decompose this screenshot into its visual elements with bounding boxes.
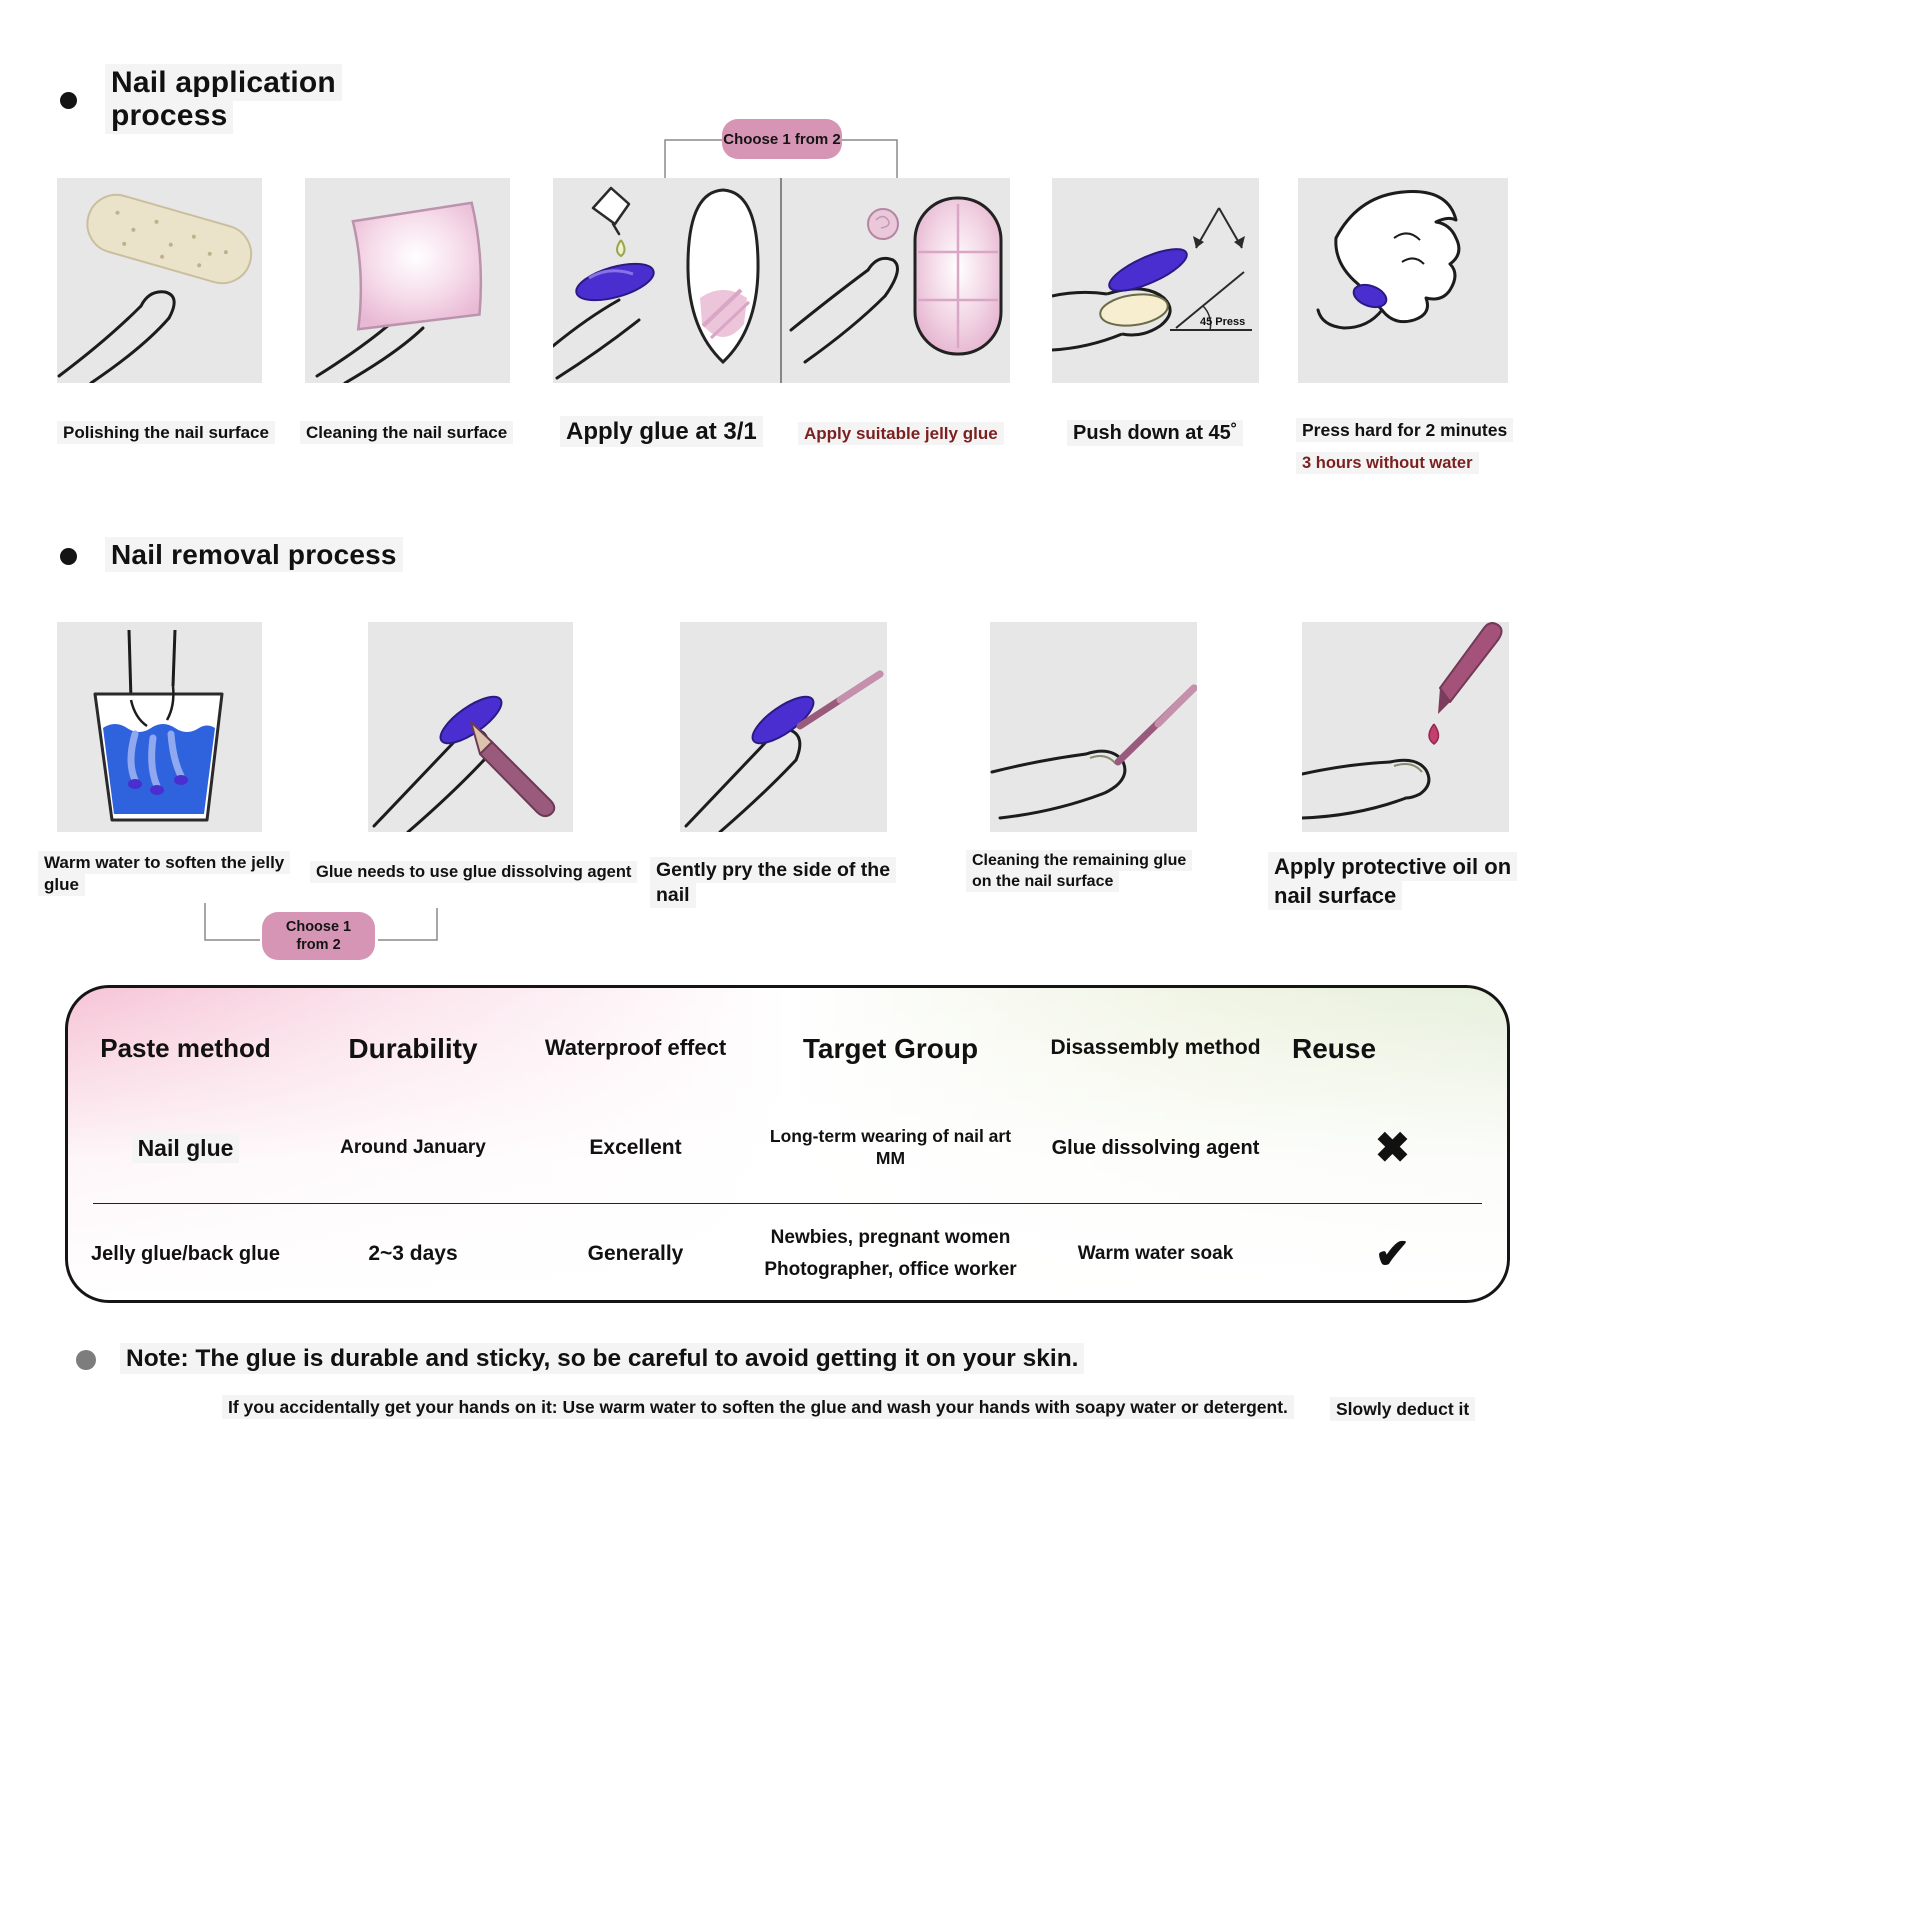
section-bullet-icon-2 (60, 548, 77, 565)
clean-residue-illustration (990, 684, 1197, 820)
cell-durability-1: Around January (340, 1137, 486, 1159)
caption-pry-text: Gently pry the side of the nail (650, 857, 897, 909)
header-waterproof: Waterproof effect (544, 1035, 727, 1061)
note-sub-text: If you accidentally get your hands on it… (222, 1395, 1294, 1419)
cell-disassembly-2: Warm water soak (1077, 1243, 1234, 1265)
caption-press-sub-text: 3 hours without water (1296, 452, 1479, 474)
step-box-press (1298, 178, 1508, 383)
step-box-clean (305, 178, 510, 383)
caption-protective-oil-text: Apply protective oil on nail surface (1268, 852, 1518, 910)
choose-badge-top-label: Choose 1 from 2 (723, 130, 841, 148)
reuse-yes-icon: ✔ (1374, 1229, 1411, 1277)
note-sub: If you accidentally get your hands on it… (222, 1395, 1294, 1419)
caption-dissolving-agent: Glue needs to use glue dissolving agent (310, 861, 645, 883)
caption-press-sub: 3 hours without water (1296, 452, 1526, 474)
table-divider (93, 1203, 1482, 1204)
caption-polish-text: Polishing the nail surface (57, 421, 275, 444)
cell-method-1: Nail glue (68, 1132, 303, 1163)
application-title: Nail application process (105, 64, 355, 134)
removal-title: Nail removal process (105, 537, 525, 572)
choose-connector-bottom (204, 903, 438, 941)
choose-badge-bottom: Choose 1 from 2 (262, 912, 375, 960)
caption-warm-water-text: Warm water to soften the jelly glue (38, 851, 291, 897)
cell-method-1-text: Nail glue (131, 1132, 240, 1163)
table-header-row: Paste method Durability Waterproof effec… (68, 1008, 1507, 1088)
caption-push45: Push down at 45˚ (1067, 420, 1267, 446)
caption-jelly-glue-text: Apply suitable jelly glue (798, 422, 1004, 445)
caption-apply-glue-text: Apply glue at 3/1 (560, 416, 763, 447)
note-bullet-icon (76, 1350, 96, 1370)
step-box-dissolving-agent (368, 622, 573, 832)
choose-badge-bottom-label: Choose 1 from 2 (285, 918, 352, 953)
pry-nail-illustration (684, 670, 884, 832)
caption-protective-oil: Apply protective oil on nail surface (1268, 852, 1526, 910)
push-45-illustration: 45 Press (1052, 207, 1252, 352)
cell-disassembly-1: Glue dissolving agent (1051, 1136, 1260, 1159)
caption-press-text: Press hard for 2 minutes (1296, 418, 1514, 442)
caption-polish: Polishing the nail surface (57, 421, 287, 444)
cell-waterproof-2: Generally (587, 1241, 684, 1265)
cell-target-1: Long-term wearing of nail art MM (769, 1126, 1012, 1168)
press-hard-illustration (1316, 190, 1461, 330)
step-box-pry (680, 622, 887, 832)
reuse-no-icon: ✖ (1374, 1123, 1411, 1171)
header-reuse: Reuse (1292, 1032, 1377, 1064)
removal-title-text: Nail removal process (105, 537, 403, 572)
header-durability: Durability (348, 1032, 478, 1064)
header-disassembly: Disassembly method (1050, 1035, 1261, 1059)
cell-waterproof-1: Excellent (589, 1135, 682, 1159)
step-box-push45: 45 Press (1052, 178, 1259, 383)
note-aside-text: Slowly deduct it (1330, 1397, 1476, 1421)
caption-dissolving-agent-text: Glue needs to use glue dissolving agent (310, 861, 638, 883)
cell-target-2-line2: Photographer, office worker (764, 1259, 1017, 1280)
cleaning-illustration (315, 201, 483, 383)
note-main: Note: The glue is durable and sticky, so… (120, 1343, 1085, 1374)
table-row-jelly-glue: Jelly glue/back glue 2~3 days Generally … (68, 1208, 1507, 1300)
glue-options-illustration (553, 178, 1003, 383)
caption-clean-residue-text: Cleaning the remaining glue on the nail … (966, 850, 1193, 892)
step-box-warm-water (57, 622, 262, 832)
caption-clean-text: Cleaning the nail surface (300, 421, 514, 444)
comparison-table: Paste method Durability Waterproof effec… (65, 985, 1510, 1303)
caption-push45-text: Push down at 45˚ (1067, 420, 1244, 446)
caption-press: Press hard for 2 minutes (1296, 418, 1526, 442)
cell-target-2: Newbies, pregnant women Photographer, of… (748, 1226, 1033, 1282)
note-aside: Slowly deduct it (1330, 1397, 1476, 1421)
step-box-clean-residue (990, 622, 1197, 832)
cell-method-2: Jelly glue/back glue (91, 1242, 280, 1265)
header-paste-method: Paste method (100, 1032, 271, 1063)
caption-pry: Gently pry the side of the nail (650, 857, 935, 909)
warm-water-illustration (93, 629, 224, 822)
choose-badge-top: Choose 1 from 2 (722, 119, 842, 159)
step-box-glue-options (553, 178, 1010, 383)
section-bullet-icon (60, 92, 77, 109)
cell-target-2-line1: Newbies, pregnant women (770, 1227, 1011, 1249)
caption-clean: Cleaning the nail surface (300, 421, 530, 444)
application-title-text: Nail application process (105, 64, 342, 134)
note-main-text: Note: The glue is durable and sticky, so… (120, 1343, 1085, 1374)
cell-durability-2: 2~3 days (368, 1241, 458, 1265)
caption-apply-glue: Apply glue at 3/1 (560, 416, 790, 447)
table-row-nail-glue: Nail glue Around January Excellent Long-… (68, 1098, 1507, 1198)
caption-jelly-glue: Apply suitable jelly glue (798, 422, 1028, 445)
header-target-group: Target Group (802, 1032, 979, 1064)
polishing-illustration (57, 193, 253, 383)
step-box-protective-oil (1302, 622, 1509, 832)
press-angle-label: 45 Press (1200, 316, 1245, 328)
caption-clean-residue: Cleaning the remaining glue on the nail … (966, 850, 1206, 893)
step-box-polish (57, 178, 262, 383)
caption-warm-water: Warm water to soften the jelly glue (38, 851, 310, 897)
protective-oil-illustration (1302, 622, 1503, 820)
dissolving-agent-illustration (372, 695, 556, 832)
choose-connector-top (664, 139, 898, 178)
